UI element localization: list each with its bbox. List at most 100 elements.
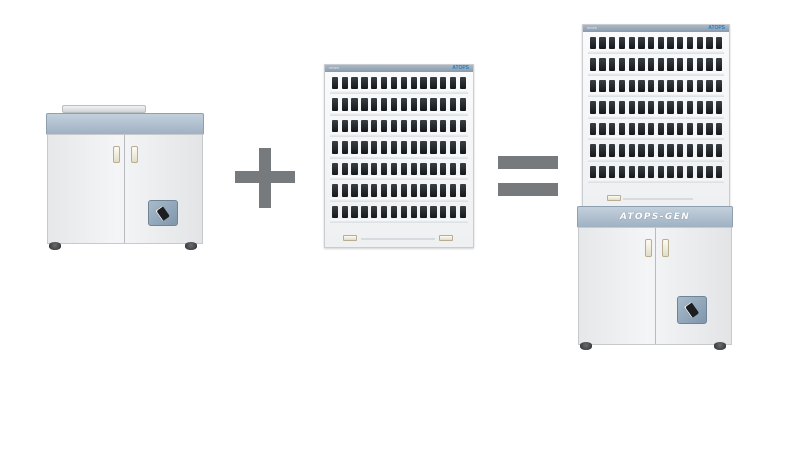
cabinet-top-band xyxy=(46,113,204,135)
key-slot xyxy=(390,141,398,154)
key-slot xyxy=(648,144,655,157)
key-slot xyxy=(667,58,674,71)
key-slot xyxy=(351,184,358,197)
key-slot xyxy=(390,119,398,133)
panel-footer-strip xyxy=(361,238,435,240)
equals-top-bar xyxy=(498,156,558,169)
equals-bottom-bar xyxy=(498,183,558,196)
key-slot xyxy=(706,79,713,93)
key-slot xyxy=(410,98,417,111)
combined-panel-header: ATOPS ATOPS xyxy=(583,25,729,32)
combined-panel-footer-handle xyxy=(607,195,621,201)
key-slot xyxy=(400,98,408,111)
key-slot xyxy=(459,184,467,197)
key-slot xyxy=(400,184,408,197)
combined-cabinet: ATOPS ATOPS ATOPS-GEN xyxy=(574,20,734,355)
key-slot xyxy=(716,58,723,71)
key-slot xyxy=(400,205,408,218)
key-slot xyxy=(618,58,626,71)
key-slot xyxy=(706,144,713,157)
panel-logo-icon: ATOPS xyxy=(452,65,469,71)
key-slot xyxy=(599,58,606,71)
key-slot xyxy=(420,184,427,197)
key-row-label-strip xyxy=(588,50,724,55)
key-slot xyxy=(361,205,368,218)
key-slot xyxy=(351,205,358,218)
key-slot xyxy=(706,101,713,114)
key-slot xyxy=(331,162,339,176)
key-panel: ATOPS ATOPS xyxy=(324,64,474,248)
key-slot xyxy=(459,141,467,154)
cabinet-door-split xyxy=(124,135,125,243)
key-slot xyxy=(381,77,388,90)
key-slot xyxy=(341,77,348,90)
combined-brand-name: ATOPS-GEN xyxy=(619,212,691,222)
combined-foot-left xyxy=(580,342,592,350)
key-slot xyxy=(371,119,378,133)
key-slot xyxy=(696,58,703,71)
plus-vertical-bar xyxy=(259,148,271,208)
combined-panel-footer-strip xyxy=(623,198,693,200)
key-slot xyxy=(657,165,664,178)
key-slot xyxy=(618,79,626,93)
key-slot xyxy=(440,205,447,218)
key-slot xyxy=(599,101,606,114)
key-slot xyxy=(648,122,655,136)
key-slot xyxy=(341,184,348,197)
key-slot xyxy=(609,37,616,50)
key-slot xyxy=(420,98,427,111)
key-slot xyxy=(628,79,635,93)
key-slot xyxy=(361,162,368,176)
key-slot xyxy=(677,165,684,178)
key-slot xyxy=(628,144,635,157)
right-door-handle xyxy=(131,146,138,163)
key-slot xyxy=(677,101,684,114)
key-slot xyxy=(667,165,674,178)
key-slot xyxy=(351,141,358,154)
key-slot xyxy=(628,58,635,71)
key-slot xyxy=(677,58,684,71)
key-row-label-strip xyxy=(330,154,468,159)
key-slot xyxy=(618,165,626,178)
key-slot xyxy=(706,58,713,71)
key-slot xyxy=(716,144,723,157)
key-slot xyxy=(677,144,684,157)
key-slot xyxy=(589,58,596,71)
key-slot xyxy=(430,98,437,111)
key-slot xyxy=(706,37,713,50)
combined-brand-band: ATOPS-GEN xyxy=(577,206,733,228)
key-slot xyxy=(589,165,596,178)
key-slot xyxy=(371,77,378,90)
key-slot xyxy=(381,162,388,176)
key-slot xyxy=(638,165,645,178)
key-slot xyxy=(638,58,645,71)
key-slot xyxy=(716,122,723,136)
key-slot xyxy=(430,205,437,218)
key-slot xyxy=(716,37,723,50)
panel-footer-handle-left xyxy=(343,235,357,241)
key-slot xyxy=(677,122,684,136)
key-slot xyxy=(696,165,703,178)
key-slot xyxy=(628,37,635,50)
key-slot xyxy=(430,77,437,90)
key-slot xyxy=(371,184,378,197)
key-slot xyxy=(361,119,368,133)
key-slot xyxy=(410,141,417,154)
key-slot xyxy=(390,77,398,90)
cabinet-foot-right xyxy=(185,242,197,250)
key-slot xyxy=(628,101,635,114)
key-slot xyxy=(589,101,596,114)
key-slot xyxy=(450,141,457,154)
combined-foot-right xyxy=(714,342,726,350)
key-slot xyxy=(706,165,713,178)
key-slot xyxy=(459,77,467,90)
key-slot xyxy=(430,141,437,154)
key-slot xyxy=(667,144,674,157)
key-row-label-strip xyxy=(588,93,724,98)
key-slot xyxy=(400,141,408,154)
key-slot xyxy=(609,58,616,71)
cabinet-top-tray xyxy=(62,105,146,113)
key-slot xyxy=(686,122,694,136)
key-slot xyxy=(371,98,378,111)
key-slot xyxy=(609,101,616,114)
